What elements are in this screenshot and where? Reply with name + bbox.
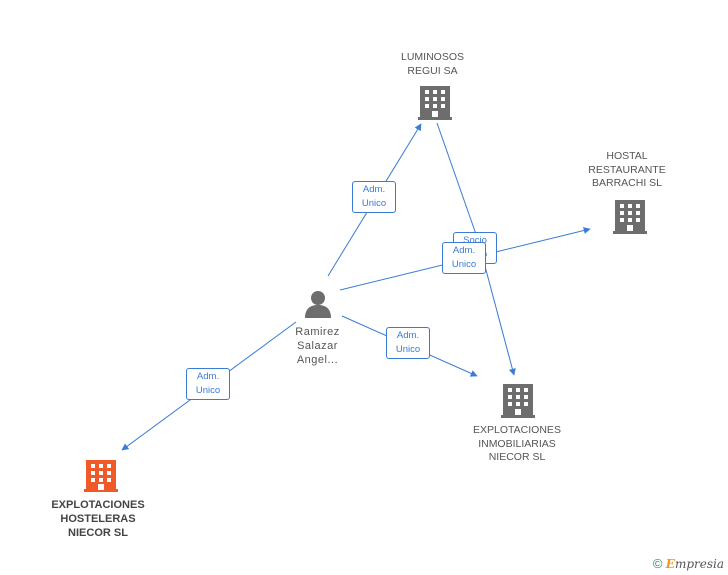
label-line: REGUI SA <box>407 64 458 77</box>
label-line: NIECOR SL <box>488 451 546 463</box>
label-line: BARRACHI SL <box>591 177 663 189</box>
brand-logo: Empresia <box>666 557 724 571</box>
edge-label-line: Unico <box>395 344 421 355</box>
label-line: EXPLOTACIONES <box>51 499 145 511</box>
building-icon[interactable] <box>613 200 647 234</box>
node-label-hostal[interactable]: HOSTAL RESTAURANTE BARRACHI SL <box>577 150 677 191</box>
label-line: EXPLOTACIONES <box>473 424 561 436</box>
label-line: RESTAURANTE <box>588 163 666 176</box>
edge-label-adm-unico-hostal[interactable]: Adm. Unico <box>442 242 486 274</box>
edge-label-line: Socio <box>463 235 487 246</box>
edge-label-adm-unico-hosteleras[interactable]: Adm. Unico <box>186 368 230 400</box>
edge-label-line: Unico <box>451 259 477 270</box>
label-line: Angel... <box>296 354 339 366</box>
edge-label-line: Unico <box>195 385 221 396</box>
node-label-person[interactable]: Ramirez Salazar Angel... <box>275 325 360 367</box>
label-line: INMOBILIARIAS <box>478 437 556 450</box>
node-label-luminosos[interactable]: LUMINOSOS REGUI SA <box>380 51 485 78</box>
label-line: HOSTAL <box>606 150 648 162</box>
copyright-icon: © <box>652 556 663 571</box>
brand-initial: E <box>665 557 675 571</box>
node-label-hosteleras[interactable]: EXPLOTACIONES HOSTELERAS NIECOR SL <box>38 498 158 540</box>
label-line: HOSTELERAS <box>60 513 136 525</box>
edge-label-line: Adm. <box>362 184 386 195</box>
building-icon[interactable] <box>501 384 535 418</box>
main-building-icon[interactable] <box>84 460 118 492</box>
label-line: LUMINOSOS <box>400 51 464 63</box>
edge-label-adm-unico-inmobiliarias[interactable]: Adm. Unico <box>386 327 430 359</box>
edge-label-adm-unico-luminosos[interactable]: Adm. Unico <box>352 181 396 213</box>
label-line: Ramirez <box>295 326 340 338</box>
label-line: Salazar <box>297 340 338 352</box>
node-label-inmobiliarias[interactable]: EXPLOTACIONES INMOBILIARIAS NIECOR SL <box>461 424 573 465</box>
label-line: NIECOR SL <box>68 527 128 539</box>
edge-label-line: Unico <box>361 198 387 209</box>
edge-label-line: Adm. <box>396 330 420 341</box>
edge-label-line: Adm. <box>452 245 476 256</box>
person-icon[interactable] <box>305 291 331 318</box>
edge-label-line: Adm. <box>196 371 220 382</box>
building-icon[interactable] <box>418 86 452 120</box>
brand-rest: mpresia <box>674 557 724 571</box>
footer-brand[interactable]: © Empresia <box>653 556 724 571</box>
